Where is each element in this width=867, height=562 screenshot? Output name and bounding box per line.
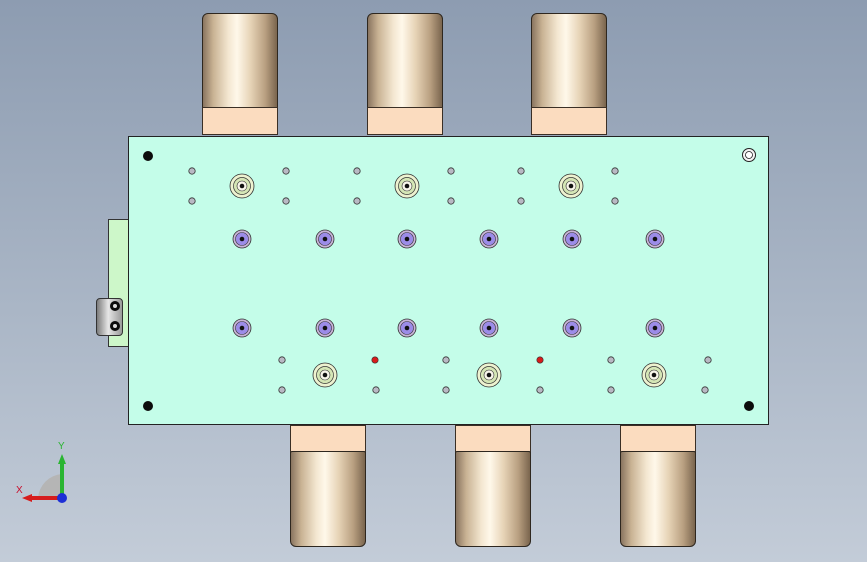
port-bore — [322, 236, 328, 242]
valve-seat-bore — [322, 372, 328, 378]
pilot-hole — [371, 356, 379, 364]
small-hole — [704, 356, 712, 364]
port-bore — [569, 325, 575, 331]
valve-seat-bore — [239, 183, 245, 189]
small-hole — [188, 197, 196, 205]
y-axis-label: Y — [58, 441, 65, 452]
locating-hole-inner — [745, 151, 753, 159]
valve-seat-bore — [651, 372, 657, 378]
bottom-cylinder[interactable] — [290, 425, 366, 549]
y-axis-head — [58, 454, 66, 464]
small-hole — [442, 356, 450, 364]
x-axis-head — [22, 494, 32, 502]
small-hole — [447, 197, 455, 205]
port-bore — [486, 325, 492, 331]
small-hole — [278, 386, 286, 394]
x-axis-label: X — [16, 485, 23, 496]
cylinder-collar — [202, 107, 278, 135]
port-bore — [486, 236, 492, 242]
small-hole — [442, 386, 450, 394]
valve-seat-bore — [404, 183, 410, 189]
mounting-hole — [744, 401, 754, 411]
top-cylinder[interactable] — [531, 13, 607, 137]
small-hole — [611, 167, 619, 175]
top-cylinder[interactable] — [202, 13, 278, 137]
small-hole — [282, 197, 290, 205]
small-hole — [517, 167, 525, 175]
cylinder-body — [290, 451, 366, 547]
cylinder-body — [202, 13, 278, 109]
valve-seat-bore — [568, 183, 574, 189]
port-bore — [239, 325, 245, 331]
knob-hole-core — [113, 324, 117, 328]
small-hole — [353, 197, 361, 205]
small-hole — [607, 356, 615, 364]
cylinder-body — [531, 13, 607, 109]
cylinder-collar — [290, 425, 366, 453]
small-hole — [353, 167, 361, 175]
port-bore — [652, 236, 658, 242]
top-cylinder[interactable] — [367, 13, 443, 137]
cylinder-collar — [620, 425, 696, 453]
small-hole — [701, 386, 709, 394]
cylinder-collar — [455, 425, 531, 453]
small-hole — [278, 356, 286, 364]
cylinder-collar — [531, 107, 607, 135]
cylinder-collar — [367, 107, 443, 135]
port-bore — [652, 325, 658, 331]
valve-seat-bore — [486, 372, 492, 378]
port-bore — [322, 325, 328, 331]
small-hole — [517, 197, 525, 205]
small-hole — [536, 386, 544, 394]
z-axis-dot — [57, 493, 67, 503]
small-hole — [447, 167, 455, 175]
port-bore — [569, 236, 575, 242]
mounting-hole — [143, 401, 153, 411]
coordinate-triad: X Y — [16, 440, 76, 510]
port-bore — [239, 236, 245, 242]
cylinder-body — [620, 451, 696, 547]
port-bore — [404, 325, 410, 331]
small-hole — [372, 386, 380, 394]
bottom-cylinder[interactable] — [620, 425, 696, 549]
bottom-cylinder[interactable] — [455, 425, 531, 549]
small-hole — [282, 167, 290, 175]
small-hole — [611, 197, 619, 205]
small-hole — [607, 386, 615, 394]
port-bore — [404, 236, 410, 242]
cylinder-body — [455, 451, 531, 547]
mounting-hole — [143, 151, 153, 161]
pilot-hole — [536, 356, 544, 364]
knob-hole-core — [113, 304, 117, 308]
small-hole — [188, 167, 196, 175]
